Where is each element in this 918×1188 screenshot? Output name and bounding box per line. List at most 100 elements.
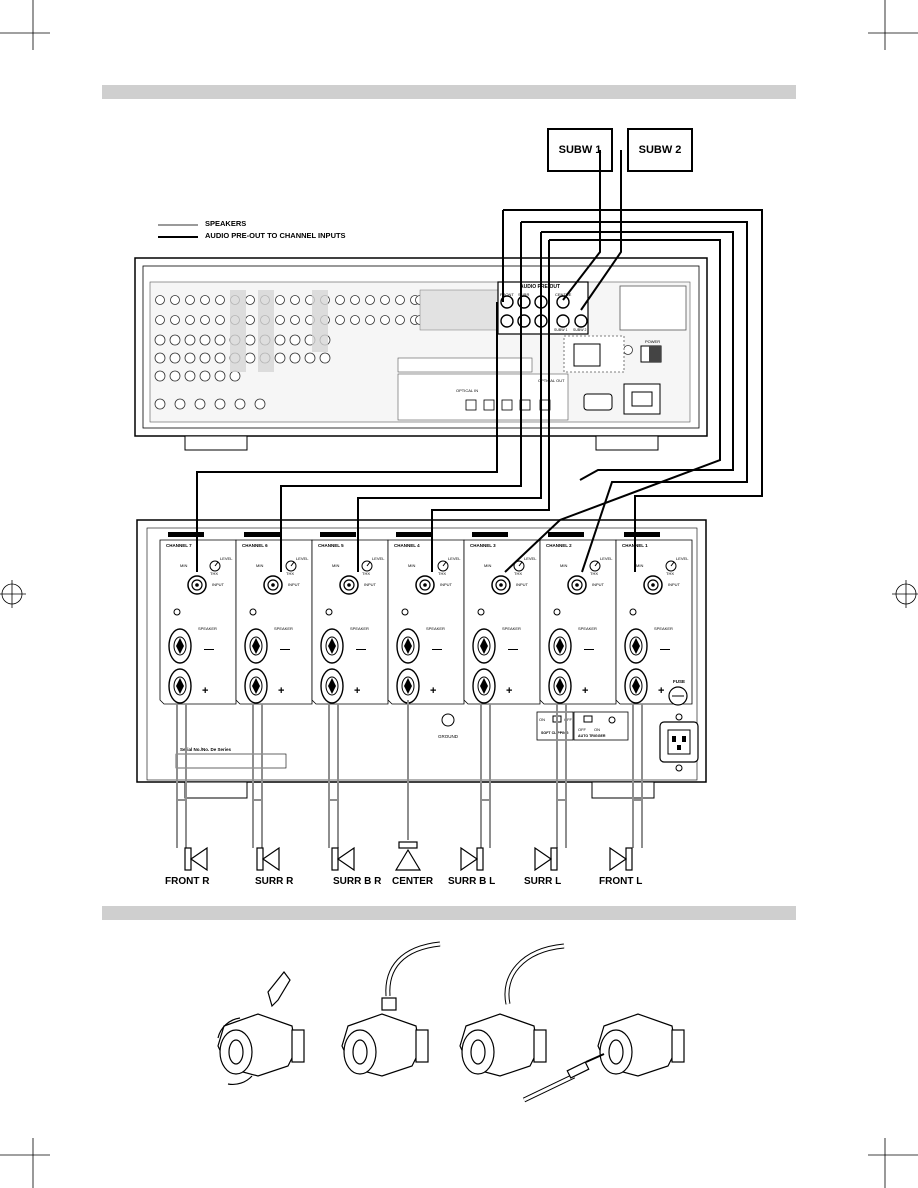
receiver-jack <box>623 345 633 355</box>
receiver-jack <box>184 334 196 346</box>
amplifier-rear-panel: Serial No./No. De Series —+—+—+—+—+—+—+ … <box>136 519 707 799</box>
legend-speakers-line <box>158 224 198 226</box>
amp-soft-on: ON <box>539 717 545 722</box>
speaker-terminal-positive-icon[interactable] <box>396 668 420 704</box>
amp-channel-1: —+ <box>615 532 693 705</box>
amp-channel-4: —+ <box>387 532 465 705</box>
receiver-jack <box>154 334 166 346</box>
input-label: INPUT <box>516 582 528 587</box>
speaker-label-surr-r: SURR R <box>255 876 294 887</box>
input-label: INPUT <box>668 582 680 587</box>
speaker-terminal-positive-icon[interactable] <box>168 668 192 704</box>
preout-cables <box>196 150 763 573</box>
speaker-icon <box>184 846 208 872</box>
receiver-jack <box>289 352 301 364</box>
speaker-wires <box>176 700 643 848</box>
speaker-terminal-positive-icon[interactable] <box>244 668 268 704</box>
min-label: MIN <box>408 563 416 568</box>
level-label: LEVEL <box>448 556 461 561</box>
thx-label: THX <box>286 571 294 576</box>
speaker-terminal-negative-icon[interactable] <box>320 628 344 664</box>
amp-serial-label: Serial No./No. De Series <box>180 747 232 752</box>
min-label: MIN <box>636 563 644 568</box>
subwoofer-2-label: SUBW 2 <box>638 144 682 156</box>
receiver-jack <box>214 334 226 346</box>
receiver-jack <box>170 315 180 325</box>
speaker-terminal-negative-icon[interactable] <box>472 628 496 664</box>
amp-trigger-off: OFF <box>578 727 587 732</box>
receiver-jack <box>174 398 186 410</box>
receiver-jack <box>154 352 166 364</box>
receiver-jack <box>245 315 255 325</box>
speaker-icon <box>609 846 633 872</box>
min-label: MIN <box>484 563 492 568</box>
speaker-label: SPEAKER <box>502 626 521 631</box>
receiver-subw2-label: SUBW 2 <box>573 328 586 332</box>
svg-text:+: + <box>506 685 512 697</box>
receiver-jack <box>244 352 256 364</box>
section-header-bar-bottom <box>102 906 796 920</box>
channel-label: CHANNEL 4 <box>394 543 420 548</box>
receiver-jack <box>155 315 165 325</box>
svg-text:+: + <box>658 685 664 697</box>
speaker-terminal-negative-icon[interactable] <box>168 628 192 664</box>
speaker-label-surr-b-r: SURR B R <box>333 876 382 887</box>
amp-soft-clipping-label: SOFT CLIPPING <box>541 731 569 735</box>
legend-preout-line <box>158 236 198 238</box>
receiver-jack <box>274 334 286 346</box>
thx-label: THX <box>666 571 674 576</box>
speaker-label-front-l: FRONT L <box>599 876 643 887</box>
level-label: LEVEL <box>524 556 537 561</box>
speaker-icon <box>394 841 422 871</box>
receiver-jack <box>199 352 211 364</box>
channel-label: CHANNEL 1 <box>622 543 648 548</box>
speaker-icon <box>331 846 355 872</box>
min-label: MIN <box>560 563 568 568</box>
receiver-subw1-label: SUBW 1 <box>554 328 567 332</box>
amp-channel-3: —+ <box>463 532 541 705</box>
receiver-jack <box>350 295 360 305</box>
subwoofer-1-box: SUBW 1 <box>547 128 613 172</box>
speaker-label: SPEAKER <box>274 626 293 631</box>
input-label: INPUT <box>440 582 452 587</box>
receiver-jack <box>185 295 195 305</box>
receiver-jack <box>350 315 360 325</box>
receiver-jack <box>304 352 316 364</box>
input-label: INPUT <box>592 582 604 587</box>
speaker-label-surr-b-l: SURR B L <box>448 876 496 887</box>
speaker-label: SPEAKER <box>350 626 369 631</box>
amp-channel-6: —+ <box>235 532 313 705</box>
receiver-optical-in-label: OPTICAL IN <box>456 388 478 393</box>
receiver-jack <box>245 295 255 305</box>
speaker-terminal-positive-icon[interactable] <box>548 668 572 704</box>
channel-label: CHANNEL 5 <box>318 543 344 548</box>
amp-channel-5: —+ <box>311 532 389 705</box>
receiver-jack <box>365 295 375 305</box>
speaker-terminal-negative-icon[interactable] <box>548 628 572 664</box>
speaker-terminal-negative-icon[interactable] <box>396 628 420 664</box>
receiver-jack <box>215 295 225 305</box>
speaker-terminal-negative-icon[interactable] <box>244 628 268 664</box>
speaker-label-center: CENTER <box>392 876 434 887</box>
speaker-terminal-negative-icon[interactable] <box>624 628 648 664</box>
receiver-jack <box>274 352 286 364</box>
amp-fuse-label: FUSE <box>673 679 685 684</box>
receiver-jack <box>154 398 166 410</box>
receiver-jack <box>254 398 266 410</box>
level-label: LEVEL <box>600 556 613 561</box>
svg-text:—: — <box>584 644 594 655</box>
subwoofer-2-box: SUBW 2 <box>627 128 693 172</box>
speaker-terminal-positive-icon[interactable] <box>624 668 648 704</box>
receiver-jack <box>335 315 345 325</box>
speaker-terminal-positive-icon[interactable] <box>472 668 496 704</box>
level-label: LEVEL <box>296 556 309 561</box>
receiver-jack <box>154 370 166 382</box>
receiver-jack <box>214 398 226 410</box>
receiver-jack <box>184 370 196 382</box>
speaker-label-front-r: FRONT R <box>165 876 210 887</box>
receiver-jack <box>244 334 256 346</box>
level-label: LEVEL <box>676 556 689 561</box>
svg-text:+: + <box>582 685 588 697</box>
speaker-terminal-positive-icon[interactable] <box>320 668 344 704</box>
